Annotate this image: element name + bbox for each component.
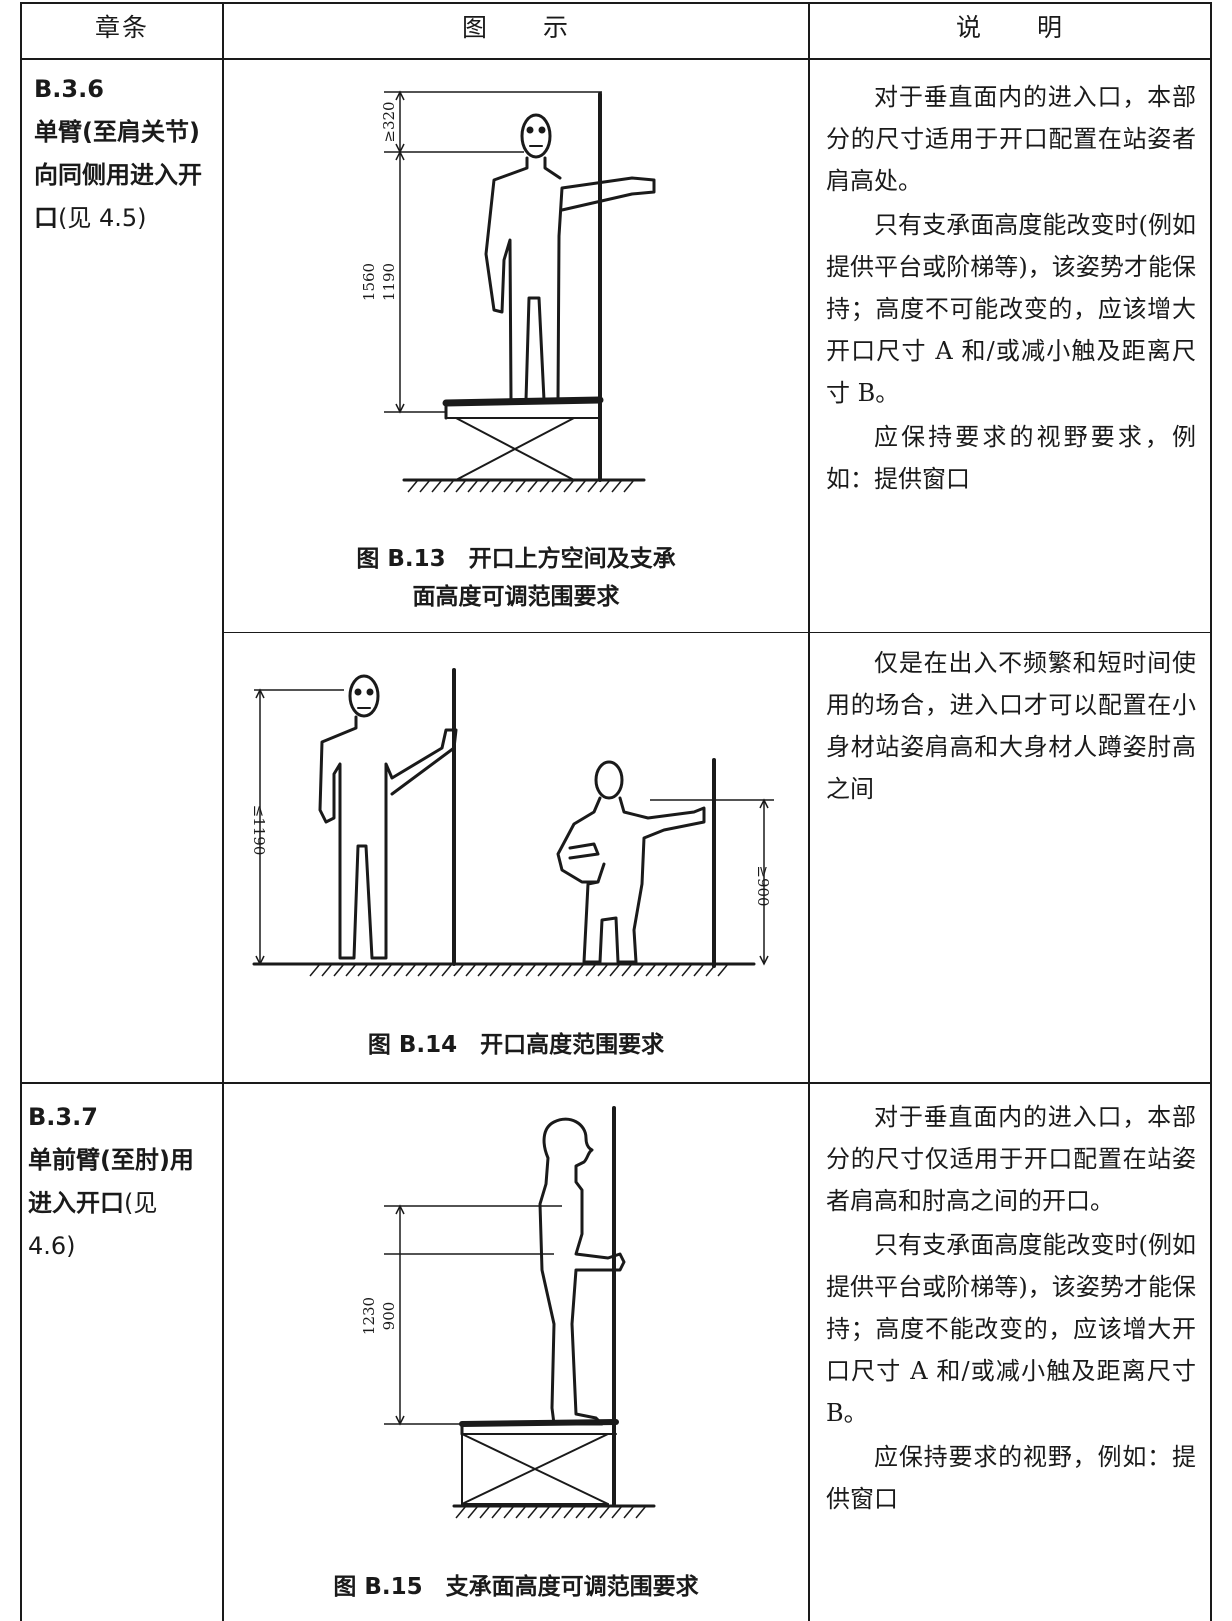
column-divider-1 bbox=[222, 2, 224, 1621]
header-description: 说 明 bbox=[955, 13, 1064, 42]
description-paragraph: 只有支承面高度能改变时(例如提供平台或阶梯等)，该姿势才能保持；高度不能改变的，… bbox=[826, 1231, 1196, 1427]
clause-number: B.3.6 bbox=[34, 75, 104, 103]
column-divider-2 bbox=[808, 2, 810, 1621]
clause-ref: (见 4.5) bbox=[58, 204, 147, 232]
clause-title: 单前臂(至肘)用进入开口 bbox=[28, 1146, 194, 1217]
table-border-right bbox=[1210, 2, 1212, 1621]
table-border-left bbox=[20, 2, 22, 1621]
clause-b36: B.3.6 单臂(至肩关节)向同侧用进入开口(见 4.5) bbox=[34, 68, 212, 240]
caption-number: 图 B.13 bbox=[356, 546, 446, 572]
header-figure: 图 示 bbox=[461, 13, 570, 42]
caption-text-2: 面高度可调范围要求 bbox=[412, 584, 620, 610]
caption-b13: 图 B.13 开口上方空间及支承 面高度可调范围要求 bbox=[224, 540, 808, 616]
figure-b14-drawing: ≤1190 ≥900 bbox=[250, 668, 774, 977]
figure-b13-drawing: ≥320 1560 1190 bbox=[360, 90, 656, 493]
clause-ref: (见 4.6) bbox=[28, 1189, 158, 1260]
description-paragraph: 应保持要求的视野，例如：提供窗口 bbox=[826, 1443, 1196, 1513]
dim-outer: 1230 bbox=[360, 1297, 378, 1335]
clause-number: B.3.7 bbox=[28, 1103, 98, 1131]
table-border-top bbox=[20, 2, 1212, 4]
description-b15: 对于垂直面内的进入口，本部分的尺寸仅适用于开口配置在站姿者肩高和肘高之间的开口。… bbox=[826, 1096, 1196, 1522]
figure-row-divider bbox=[222, 632, 1212, 633]
description-paragraph: 仅是在出入不频繁和短时间使用的场合，进入口才可以配置在小身材站姿肩高和大身材人蹲… bbox=[826, 649, 1196, 803]
caption-number: 图 B.15 bbox=[333, 1574, 423, 1600]
dim-top: ≥320 bbox=[380, 101, 398, 142]
description-paragraph: 只有支承面高度能改变时(例如提供平台或阶梯等)，该姿势才能保持；高度不可能改变的… bbox=[826, 211, 1196, 407]
clause-title: 单臂(至肩关节)向同侧用进入开口 bbox=[34, 118, 202, 232]
clause-row-divider bbox=[20, 1082, 1212, 1084]
dim-left: ≤1190 bbox=[250, 805, 268, 856]
caption-text: 开口上方空间及支承 bbox=[468, 546, 676, 572]
caption-text: 支承面高度可调范围要求 bbox=[445, 1574, 699, 1600]
description-paragraph: 应保持要求的视野要求，例如：提供窗口 bbox=[826, 423, 1196, 493]
caption-b15: 图 B.15 支承面高度可调范围要求 bbox=[224, 1568, 808, 1606]
header-divider bbox=[20, 58, 1212, 60]
header-clause: 章条 bbox=[94, 13, 149, 42]
dim-inner: 1190 bbox=[380, 263, 398, 301]
dim-right: ≥900 bbox=[754, 865, 772, 906]
clause-b37: B.3.7 单前臂(至肘)用进入开口(见 4.6) bbox=[28, 1096, 208, 1268]
dim-outer: 1560 bbox=[360, 263, 378, 301]
description-paragraph: 对于垂直面内的进入口，本部分的尺寸仅适用于开口配置在站姿者肩高和肘高之间的开口。 bbox=[826, 1103, 1196, 1215]
description-paragraph: 对于垂直面内的进入口，本部分的尺寸适用于开口配置在站姿者肩高处。 bbox=[826, 83, 1196, 195]
dim-inner: 900 bbox=[380, 1302, 398, 1331]
description-b13: 对于垂直面内的进入口，本部分的尺寸适用于开口配置在站姿者肩高处。 只有支承面高度… bbox=[826, 76, 1196, 502]
caption-text: 开口高度范围要求 bbox=[480, 1032, 665, 1058]
figure-b15-drawing: 1230 900 bbox=[360, 1106, 656, 1519]
caption-number: 图 B.14 bbox=[367, 1032, 458, 1058]
description-b14: 仅是在出入不频繁和短时间使用的场合，进入口才可以配置在小身材站姿肩高和大身材人蹲… bbox=[826, 642, 1196, 812]
caption-b14: 图 B.14 开口高度范围要求 bbox=[224, 1026, 808, 1064]
